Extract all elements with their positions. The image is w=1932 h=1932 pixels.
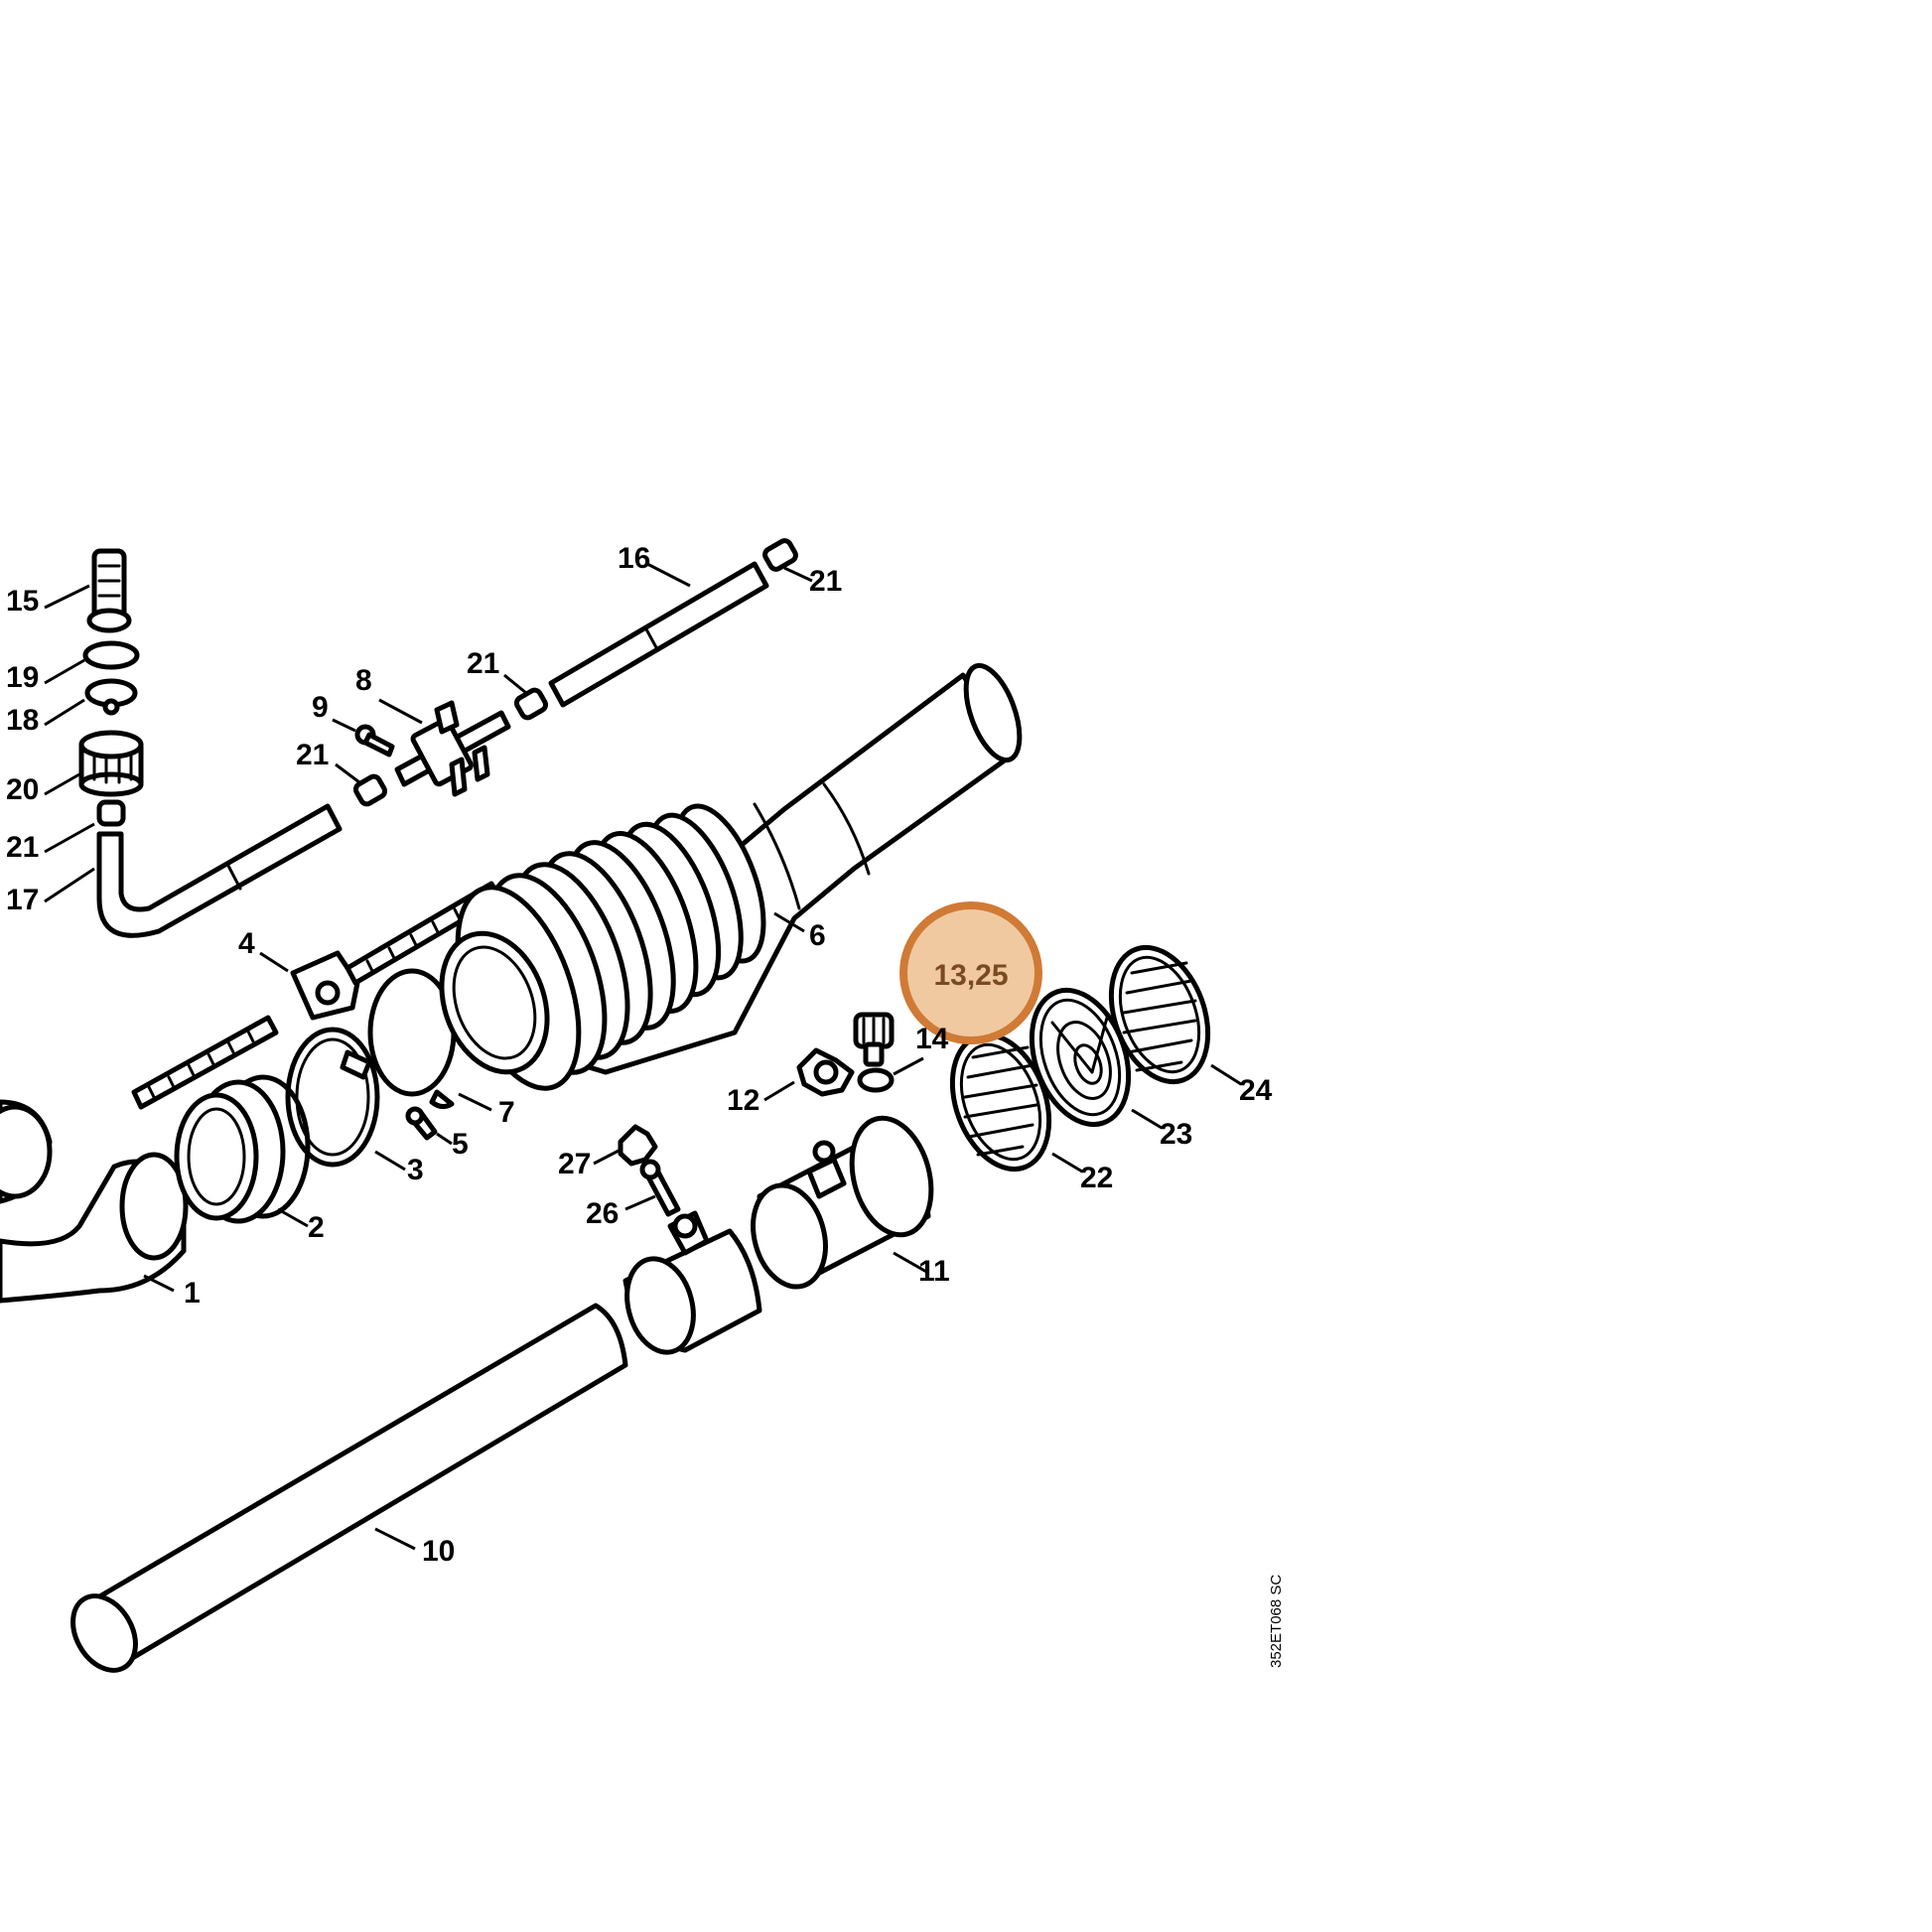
part-nozzle-socket — [622, 1210, 762, 1355]
part-27-star-knob — [593, 1124, 658, 1167]
callout-26: 26 — [586, 1197, 619, 1230]
callout-14: 14 — [915, 1023, 949, 1055]
callout-3: 3 — [407, 1154, 424, 1186]
callout-23: 23 — [1160, 1118, 1192, 1151]
part-11-adapter — [751, 1115, 934, 1290]
callout-9: 9 — [312, 691, 329, 724]
highlight-marker[interactable]: 13,25 — [899, 901, 1042, 1044]
part-3-clamp — [285, 1027, 406, 1172]
part-13-knob — [853, 1012, 895, 1067]
callout-24: 24 — [1239, 1074, 1273, 1107]
callout-21-left: 21 — [6, 831, 39, 864]
part-21-ferrule-top — [762, 538, 813, 583]
callout-4: 4 — [238, 927, 255, 960]
callout-2: 2 — [308, 1211, 325, 1244]
highlight-label: 13,25 — [933, 959, 1008, 992]
part-16-hose — [548, 561, 769, 708]
part-24-grille — [1108, 944, 1242, 1086]
callout-22: 22 — [1080, 1162, 1113, 1194]
callout-16: 16 — [618, 542, 650, 575]
part-6-bellows-pipe — [439, 662, 1023, 1091]
callout-11: 11 — [918, 1255, 950, 1288]
part-9-screw — [332, 718, 395, 758]
callout-labels: 1 2 3 4 5 6 7 8 9 10 11 12 14 15 16 17 1… — [6, 542, 1273, 1568]
callout-12: 12 — [727, 1084, 759, 1117]
part-20-nut — [44, 730, 144, 797]
callout-8: 8 — [355, 664, 372, 697]
part-2-ring — [174, 1074, 311, 1228]
part-19-oring — [44, 640, 140, 685]
callout-7: 7 — [498, 1096, 515, 1129]
callout-20: 20 — [6, 773, 39, 806]
part-14-oring — [857, 1056, 924, 1093]
callout-15: 15 — [6, 585, 39, 618]
part-15-strainer — [44, 548, 132, 633]
part-21-ferrule-left — [44, 799, 126, 854]
part-21-ferrule-center — [503, 673, 549, 721]
part-8-valve — [378, 698, 511, 797]
callout-21-center: 21 — [467, 647, 499, 680]
part-12-knob — [763, 1047, 855, 1102]
part-1-elbow — [0, 1099, 189, 1304]
callout-19: 19 — [6, 661, 39, 694]
part-5-screw — [405, 1106, 453, 1146]
part-10-tube — [70, 1303, 628, 1673]
callout-21-mid: 21 — [296, 739, 329, 771]
part-17-hose — [44, 803, 343, 938]
part-21-ferrule-mid — [335, 762, 388, 807]
callout-21-top: 21 — [809, 565, 842, 598]
callout-1: 1 — [184, 1277, 201, 1310]
bellows-ribs — [455, 803, 766, 1091]
callout-6: 6 — [809, 919, 826, 952]
part-18-washer — [44, 678, 138, 727]
callout-5: 5 — [452, 1128, 469, 1161]
part-26-screw — [624, 1159, 681, 1217]
reference-code: 352ET068 SC — [1268, 1575, 1285, 1668]
callout-27: 27 — [558, 1148, 591, 1180]
callout-17: 17 — [6, 884, 39, 916]
callout-18: 18 — [6, 704, 39, 737]
callout-10: 10 — [422, 1535, 455, 1568]
